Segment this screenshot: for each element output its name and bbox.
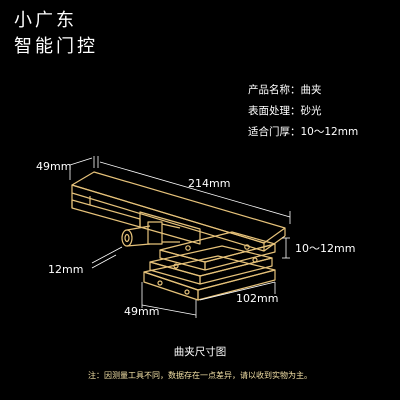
dim-line-bottom-length: [199, 281, 276, 301]
spec-list: 产品名称：曲夹 表面处理：砂光 适合门厚：10～12mm: [248, 80, 358, 143]
spec-surface-finish: 表面处理：砂光: [248, 101, 358, 122]
spec-label: 产品名称：: [248, 84, 301, 96]
dim-label-top-width: 49mm: [36, 160, 71, 173]
brand-logo: 小广东 智能门控: [14, 8, 98, 60]
dim-label-thickness: 10～12mm: [295, 242, 355, 255]
spec-value: 砂光: [300, 105, 322, 117]
measurement-note: 注：因测量工具不同，数据存在一点差异，请以收到实物为主。: [88, 371, 312, 380]
spec-value: 10～12mm: [300, 126, 359, 138]
dim-line-top-width: [69, 157, 93, 166]
dim-label-bottom-length: 102mm: [236, 292, 278, 305]
spec-product-name: 产品名称：曲夹: [248, 80, 358, 101]
spec-door-thickness: 适合门厚：10～12mm: [248, 122, 358, 143]
top-plate: [71, 171, 286, 252]
dim-line-length: [99, 161, 291, 218]
pin: [121, 221, 181, 247]
diagram-caption: 曲夹尺寸图: [173, 346, 227, 358]
dim-label-bottom-width: 49mm: [124, 305, 159, 318]
spec-value: 曲夹: [300, 84, 322, 96]
dim-label-pin: 12mm: [48, 263, 83, 276]
clamp-block-bottom: [143, 255, 276, 301]
clamp-block-upper: [159, 231, 276, 271]
clamp-block-middle: [149, 245, 273, 285]
dim-label-length: 214mm: [188, 177, 230, 190]
brand-tagline: 智能门控: [14, 36, 98, 57]
spec-label: 适合门厚：: [248, 126, 301, 138]
spec-label: 表面处理：: [248, 105, 301, 117]
brand-name: 小广东: [14, 10, 77, 31]
dim-line-pin: [91, 246, 123, 264]
